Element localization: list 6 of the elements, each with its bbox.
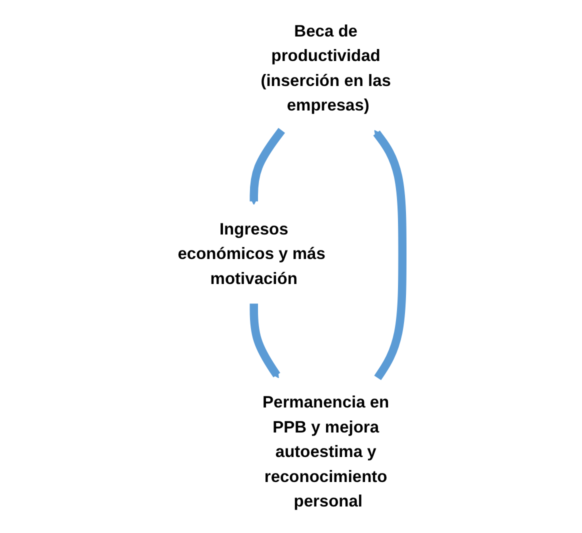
node-text: Permanencia en PPB y mejora autoestima y reconocimiento personal (262, 394, 390, 511)
arrow (250, 128, 286, 205)
arrow (250, 304, 280, 378)
arrow (373, 130, 406, 380)
node-text: Beca de productividad (inserción en las empresas) (260, 22, 391, 115)
node-text: Ingresos económicos y más motivación (178, 220, 326, 288)
